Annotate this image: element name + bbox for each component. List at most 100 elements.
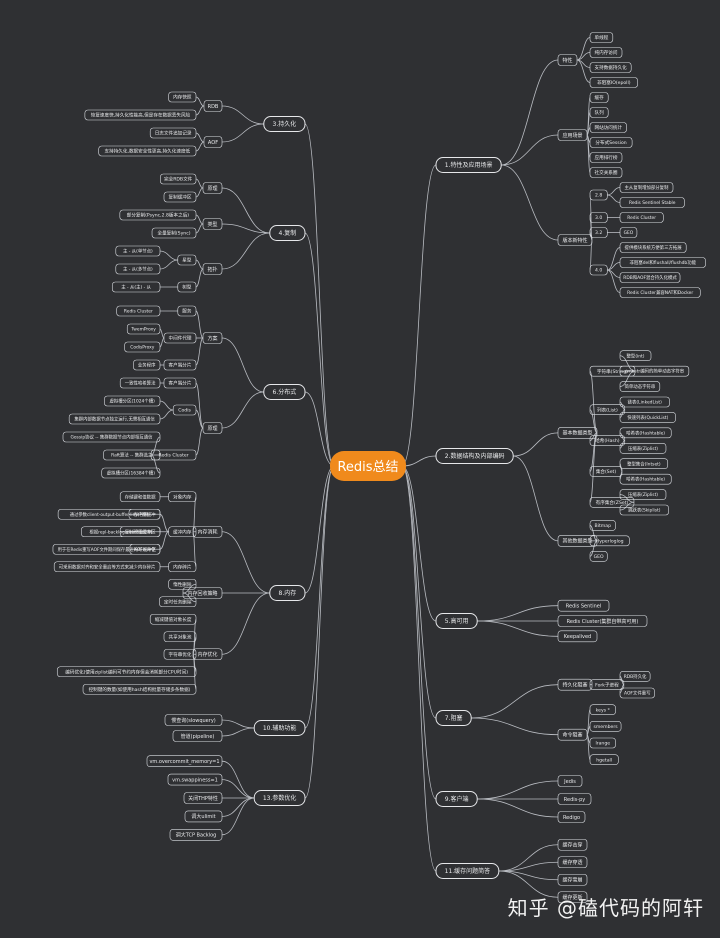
node-box: [169, 828, 223, 841]
topic-node: 客户端分片: [163, 377, 197, 389]
node-box: [183, 792, 223, 804]
node-box: [589, 152, 623, 163]
node-label: 非阻塞IO(epoll): [597, 79, 631, 86]
topic-node: lrange: [589, 737, 616, 749]
topic-node: Redis Cluster兼容NAT和Docker: [619, 287, 701, 298]
node-box: [82, 683, 197, 695]
node-box: [56, 666, 197, 678]
node-label: 分布式Session: [595, 139, 626, 146]
topic-node: 主 - 从(多节点): [115, 263, 161, 275]
node-label: vm.overcommit_memory=1: [149, 759, 219, 765]
node-box: [589, 754, 619, 765]
connector-line: [195, 409, 204, 429]
node-box: [619, 350, 652, 362]
node-label: 支持数据持久化: [595, 64, 628, 71]
node-box: [133, 359, 161, 371]
connector-line: [221, 592, 270, 655]
topic-node: 编码优化(使用ziplist编码可节约内存但会消耗部分CPU时间): [56, 666, 197, 678]
node-box: [177, 281, 197, 293]
topic-node: 集合(Set): [589, 466, 623, 477]
node-label: AOF缓冲区: [134, 546, 157, 553]
topic-node: 惰性删除: [168, 578, 197, 590]
node-label: 方案: [207, 335, 217, 342]
node-box: [619, 182, 674, 193]
topic-node: 原理: [202, 422, 223, 434]
connector-line: [619, 440, 625, 449]
topic-node: 应用排行榜: [589, 152, 623, 163]
connector-line: [586, 134, 591, 173]
node-label: 版本新特性: [562, 237, 587, 244]
connector-line: [221, 223, 270, 234]
node-label: 编码优化(使用ziplist编码可节约内存但会消耗部分CPU时间): [65, 668, 188, 675]
node-box: [57, 508, 161, 520]
node-box: [589, 737, 616, 749]
connector-line: [619, 684, 625, 694]
node-box: [619, 212, 664, 223]
node-label: 定时任务删除: [164, 598, 192, 605]
node-label: 跳跃表(Skiplist): [628, 507, 661, 514]
node-box: [163, 191, 197, 203]
node-box: [619, 242, 687, 253]
topic-node: Redis Cluster: [150, 449, 197, 461]
node-label: 9.客户端: [445, 795, 469, 803]
node-label: Codis: [178, 408, 191, 414]
topic-node: 哈希表(Hashtable): [619, 427, 672, 439]
topic-node: 对象内存: [168, 491, 197, 503]
connector-line: [401, 465, 437, 872]
node-box: [589, 107, 609, 118]
connector-line: [477, 620, 559, 637]
node-label: 基本数据类型: [562, 430, 592, 437]
node-box: [589, 404, 626, 416]
connector-line: [401, 465, 437, 719]
topic-node: 虚拟槽分区(1024个槽): [104, 395, 161, 407]
connector-line: [195, 214, 204, 225]
connector-line: [195, 96, 205, 107]
node-label: 字符串(String): [597, 368, 628, 375]
connector-line: [498, 844, 559, 872]
branch-node: 4.复制: [269, 225, 306, 241]
connector-line: [159, 259, 178, 270]
connector-line: [401, 455, 437, 467]
node-label: 一致性哈希算法: [125, 380, 156, 387]
topic-node: vm.overcommit_memory=1: [146, 755, 223, 768]
connector-line: [159, 513, 169, 533]
node-label: Raft算法 -- 集群选主: [111, 452, 153, 459]
node-label: RDB持久化: [624, 673, 647, 680]
node-box: [589, 122, 627, 133]
topic-node: 非阻塞del和flushall/flushdb功能: [619, 257, 706, 268]
node-label: 部分复制(Psync,2.8版本之后): [127, 212, 190, 219]
node-box: [589, 466, 623, 477]
node-box: [589, 535, 630, 547]
node-label: 主 - 从(多节点): [123, 266, 153, 273]
node-box: [619, 458, 669, 470]
node-box: [172, 730, 223, 742]
node-box: [589, 704, 616, 715]
node-label: RDB和AOF混合持久化模式: [623, 274, 677, 281]
node-box: [557, 427, 598, 439]
node-box: [589, 32, 614, 43]
connector-line: [513, 455, 559, 542]
topic-node: 关闭THP特性: [183, 792, 223, 804]
topic-node: 缓存穿透: [557, 856, 588, 869]
topic-node: 业务程序: [133, 359, 161, 371]
node-label: 缓存更新: [562, 894, 582, 901]
topic-node: 内存消耗: [192, 525, 223, 538]
topic-node: 压缩表(Ziplist): [619, 442, 667, 454]
node-label: vm.swappiness=1: [172, 777, 218, 783]
topic-node: 有序集合(ZSet): [589, 496, 635, 508]
topic-node: 字符串(String): [589, 365, 636, 377]
topic-node: 缓冲内存: [168, 526, 197, 538]
node-label: 客户端分片: [169, 380, 192, 387]
connector-line: [401, 465, 437, 800]
node-box: [589, 264, 608, 276]
connector-line: [159, 400, 174, 411]
node-label: hgetall: [596, 757, 612, 763]
node-label: 命令阻塞: [562, 731, 582, 738]
node-box: [269, 225, 306, 241]
topic-node: 其他数据类型: [557, 535, 598, 547]
node-box: [53, 561, 161, 573]
topic-node: keys *: [589, 704, 616, 715]
node-box: [146, 755, 223, 768]
connector-line: [192, 531, 197, 568]
topic-node: 基本数据类型: [557, 427, 598, 439]
